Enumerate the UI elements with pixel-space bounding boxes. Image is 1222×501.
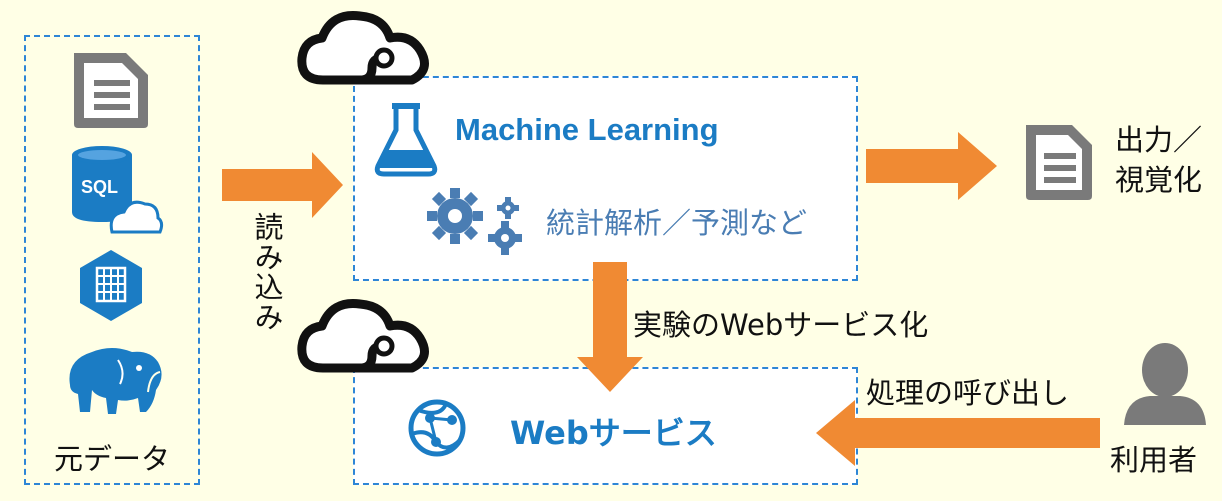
table-storage-icon: [80, 250, 142, 321]
user-label: 利用者: [1110, 443, 1198, 477]
svg-text:SQL: SQL: [81, 177, 118, 197]
hadoop-elephant-icon: [69, 348, 162, 414]
publish-label: 実験のWebサービス化: [633, 308, 929, 342]
web-service-title: Webサービス: [510, 414, 717, 452]
globe-icon: [408, 399, 466, 457]
call-label: 処理の呼び出し: [866, 376, 1070, 410]
publish-arrow: [577, 262, 643, 392]
document-icon: [74, 53, 148, 128]
sql-database-icon: SQL: [72, 146, 164, 234]
output-label-line2: 視覚化: [1115, 163, 1203, 197]
output-label-line1: 出力／: [1115, 123, 1203, 157]
machine-learning-title: Machine Learning: [455, 112, 719, 147]
document-icon: [1026, 125, 1092, 200]
azure-cloud-icon: [297, 298, 429, 373]
call-arrow: [816, 400, 1100, 466]
read-arrow: [222, 152, 343, 218]
source-data-box: [24, 35, 200, 485]
read-label: 読み込み: [250, 212, 284, 332]
person-icon: [1124, 343, 1206, 425]
output-label: 出力／ 視覚化: [1115, 120, 1202, 200]
gears-icon: [427, 188, 522, 255]
flask-icon: [374, 103, 438, 177]
machine-learning-subtitle: 統計解析／予測など: [546, 206, 808, 240]
output-arrow: [866, 132, 997, 200]
source-data-label: 元データ: [53, 442, 170, 476]
azure-cloud-icon: [297, 10, 429, 85]
